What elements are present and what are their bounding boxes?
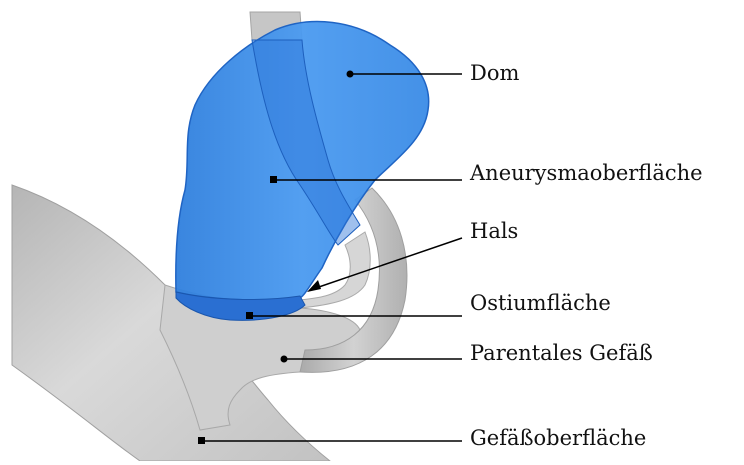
label-dome: Dom — [470, 63, 519, 84]
label-vessel-surface: Gefäßoberfläche — [470, 428, 646, 449]
marker-parent-vessel — [281, 356, 288, 363]
label-ostium-surface: Ostiumfläche — [470, 293, 611, 314]
label-parent-vessel: Parentales Gefäß — [470, 343, 653, 364]
marker-ostium — [246, 312, 253, 319]
marker-dome — [347, 71, 354, 78]
marker-aneurysm-surface — [270, 176, 277, 183]
label-aneurysm-surface: Aneurysmaoberfläche — [470, 163, 703, 184]
marker-vessel-surface — [198, 437, 205, 444]
label-neck: Hals — [470, 221, 518, 242]
